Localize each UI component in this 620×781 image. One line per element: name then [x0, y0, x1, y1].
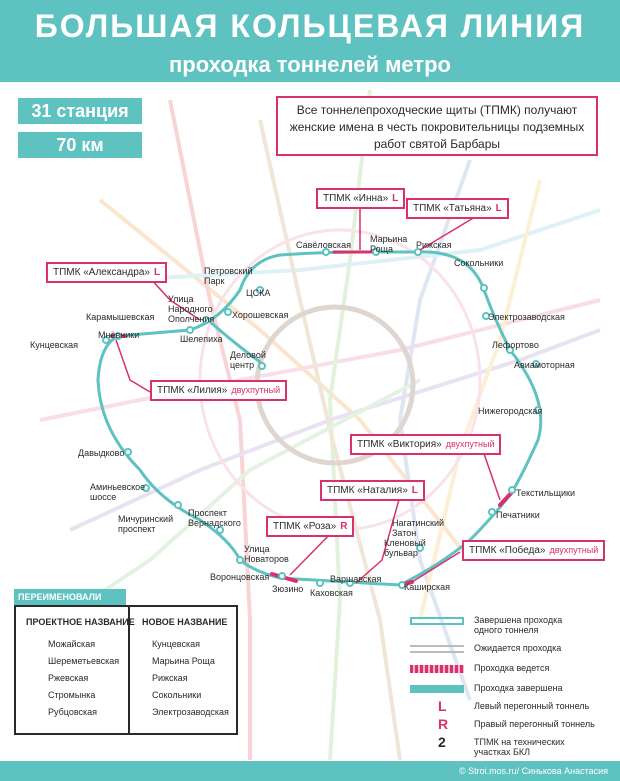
station-label: Шелепиха	[180, 334, 223, 344]
station-label: Варшавская	[330, 574, 382, 584]
station-label: Проспект Вернадского	[188, 508, 241, 528]
station-label: Лефортово	[492, 340, 539, 350]
station-label: Савёловская	[296, 240, 351, 250]
page-subtitle: проходка тоннелей метро	[169, 52, 451, 77]
station-label: ЦСКА	[246, 288, 271, 298]
tbm-roza: ТПМК «Роза»R	[266, 516, 355, 537]
stations-count: 31 станция	[18, 98, 142, 124]
legend-swatch	[410, 685, 464, 693]
col-new-heading: НОВОЕ НАЗВАНИЕ	[142, 617, 228, 627]
tbm-naming-note: Все тоннелепроходческие щиты (ТПМК) полу…	[276, 96, 598, 156]
legend-swatch	[410, 645, 464, 653]
station-label: Марьина Роща	[370, 234, 408, 254]
credit-footer: © Stroi.mos.ru/ Синькова Анастасия	[0, 761, 620, 781]
renamed-divider	[128, 607, 130, 733]
station-label: Петровский Парк	[204, 266, 253, 286]
station-label: Текстильщики	[516, 488, 576, 498]
renamed-col-new: НОВОЕ НАЗВАНИЕ Кунцевская Марьина Роща Р…	[142, 607, 229, 733]
station-label: Нижегородская	[478, 406, 543, 416]
station-label: Кунцевская	[30, 340, 78, 350]
station-label: Аминьевское шоссе	[90, 482, 146, 502]
legend-two: 2 ТПМК на технических участках БКЛ	[438, 734, 565, 757]
length-km: 70 км	[18, 132, 142, 158]
tbm-viktoriya: ТПМК «Виктория»двухпутный	[350, 434, 502, 455]
station-label: Каширская	[404, 582, 451, 592]
new-name: Марьина Роща	[152, 656, 215, 666]
old-name: Ржевская	[48, 673, 89, 683]
legend-complete: Проходка завершена	[400, 680, 614, 702]
renamed-col-project: ПРОЕКТНОЕ НАЗВАНИЕ Можайская Шереметьевс…	[26, 607, 135, 733]
station-label: Кленовый бульвар	[384, 538, 426, 558]
station-label: Нагатинский Затон	[392, 518, 445, 538]
old-name: Стромынка	[48, 690, 96, 700]
station-label: Каховская	[310, 588, 353, 598]
station-label: Улица Народного Ополчения	[168, 294, 215, 324]
tbm-inna: ТПМК «Инна»L	[316, 188, 406, 209]
station-label: Рижская	[416, 240, 452, 250]
old-name: Шереметьевская	[48, 656, 120, 666]
callout-leaders	[115, 206, 501, 584]
renamed-table: ПРОЕКТНОЕ НАЗВАНИЕ Можайская Шереметьевс…	[14, 605, 238, 735]
old-name: Рубцовская	[48, 707, 98, 717]
station-label: Электрозаводская	[488, 312, 565, 322]
station-label: Хорошевская	[232, 310, 289, 320]
legend-swatch	[410, 665, 464, 673]
station-label: Мичуринский проспект	[118, 514, 174, 534]
legend-left: L Левый перегонный тоннель	[438, 698, 590, 714]
station-label: Мнёвники	[98, 330, 140, 340]
old-name: Можайская	[48, 639, 96, 649]
new-name: Рижская	[152, 673, 188, 683]
station-label: Карамышевская	[86, 312, 155, 322]
station-label: Сокольники	[454, 258, 504, 268]
new-name: Кунцевская	[152, 639, 200, 649]
renamed-header: ПЕРЕИМЕНОВАЛИ	[14, 589, 126, 605]
station-label: Печатники	[496, 510, 540, 520]
legend-in-progress: Проходка ведется	[400, 660, 614, 682]
legend-swatch	[410, 617, 464, 625]
station-dots	[102, 248, 542, 589]
tbm-pobeda: ТПМК «Победа»двухпутный	[462, 540, 606, 561]
header-banner: БОЛЬШАЯ КОЛЬЦЕВАЯ ЛИНИЯ проходка тоннеле…	[0, 0, 620, 82]
col-project-heading: ПРОЕКТНОЕ НАЗВАНИЕ	[26, 617, 135, 627]
legend-right: R Правый перегонный тоннель	[438, 716, 595, 732]
page-title: БОЛЬШАЯ КОЛЬЦЕВАЯ ЛИНИЯ	[34, 8, 586, 44]
station-label: Авиамоторная	[514, 360, 575, 370]
station-label: Давыдково	[78, 448, 125, 458]
legend-one-tunnel: Завершена проходка одного тоннеля	[400, 612, 614, 635]
tbm-tatyana: ТПМК «Татьяна»L	[406, 198, 509, 219]
new-name: Сокольники	[152, 690, 202, 700]
tbm-alexandra: ТПМК «Александра»L	[46, 262, 168, 283]
station-label: Зюзино	[272, 584, 304, 594]
station-label: Улица Новаторов	[244, 544, 289, 564]
station-label: Воронцовская	[210, 572, 270, 582]
station-label: Деловой центр	[230, 350, 266, 370]
legend-awaiting: Ожидается проходка	[400, 640, 614, 662]
tbm-liliya: ТПМК «Лилия»двухпутный	[150, 380, 288, 401]
new-name: Электрозаводская	[152, 707, 229, 717]
tbm-nataliya: ТПМК «Наталия»L	[320, 480, 425, 501]
